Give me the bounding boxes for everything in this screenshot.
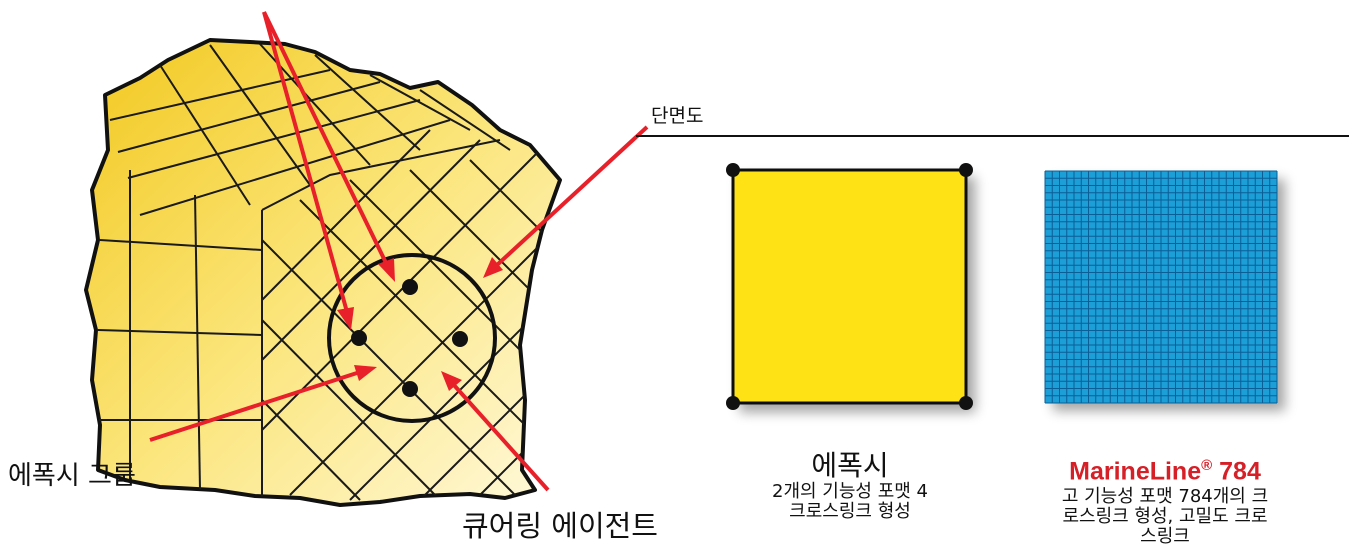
cross-section-label: 단면도	[651, 101, 703, 128]
curing-agent-label: 큐어링 에이전트	[462, 503, 658, 545]
marineline-caption-title: MarineLine® 784	[1015, 450, 1315, 487]
epoxy-square	[726, 163, 973, 410]
epoxy-caption: 에폭시 2개의 기능성 포맷 4 크로스링크 형성	[715, 450, 985, 522]
epoxy-caption-line1: 2개의 기능성 포맷 4	[715, 482, 985, 502]
epoxy-group-label: 에폭시 그룹	[8, 455, 136, 492]
marineline-caption: MarineLine® 784 고 기능성 포맷 784개의 크 로스링크 형성…	[1015, 450, 1315, 547]
marineline-number: 784	[1212, 457, 1261, 485]
marineline-caption-line2: 로스링크 형성, 고밀도 크로	[1015, 507, 1315, 527]
marineline-brand: MarineLine	[1069, 457, 1201, 485]
marineline-mesh-square	[1045, 171, 1277, 403]
epoxy-caption-title: 에폭시	[715, 450, 985, 482]
registered-mark: ®	[1201, 457, 1212, 474]
marineline-caption-line3: 스링크	[1015, 527, 1315, 547]
marineline-caption-line1: 고 기능성 포맷 784개의 크	[1015, 487, 1315, 507]
epoxy-caption-line2: 크로스링크 형성	[715, 502, 985, 522]
